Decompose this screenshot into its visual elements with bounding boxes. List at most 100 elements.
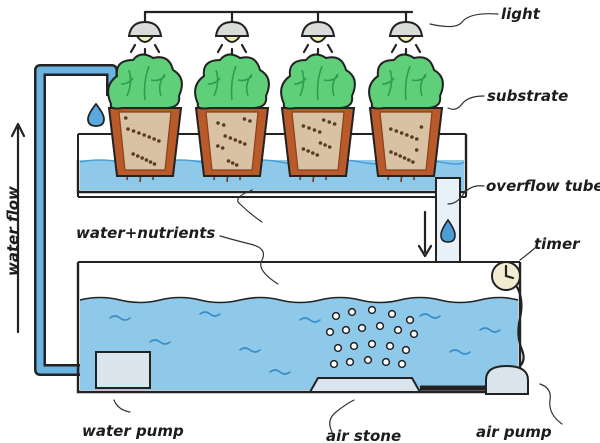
substrate-grain [389, 127, 393, 131]
light-fixture [127, 10, 424, 58]
label-water-nutrients: water+nutrients [76, 224, 215, 242]
substrate [291, 111, 345, 171]
substrate-grain [220, 146, 225, 150]
substrate-grain [315, 153, 320, 157]
substrate-grain [407, 158, 411, 162]
substrate-grain [301, 124, 306, 128]
lamp-icon [127, 20, 163, 58]
substrate-grain [327, 120, 332, 124]
substrate-grain [137, 131, 141, 135]
substrate-grain [307, 126, 311, 130]
air-bubble-icon [375, 321, 385, 331]
substrate-grain [216, 121, 220, 125]
overflow-tube [435, 177, 461, 263]
substrate-grain [410, 135, 414, 139]
lettuce-veins [120, 65, 166, 101]
air-bubble-icon [381, 357, 391, 367]
air-bubble-icon [331, 311, 341, 321]
substrate-grain [248, 119, 252, 123]
clock-icon [491, 261, 525, 368]
substrate-grain [142, 133, 146, 137]
substrate-grain [389, 150, 393, 154]
substrate-grain [243, 142, 247, 146]
label-water-flow: water flow [4, 186, 22, 276]
substrate-grain [415, 137, 419, 141]
substrate-grain [147, 135, 152, 139]
substrate-grain [399, 131, 404, 135]
substrate-grain [221, 123, 226, 127]
substrate-grain [405, 133, 409, 137]
label-substrate: substrate [487, 87, 568, 105]
air-bubble-icon [347, 307, 357, 317]
substrate-grain [398, 154, 403, 158]
potted-plant [280, 53, 356, 183]
substrate-grain [226, 159, 231, 163]
substrate-grain [131, 152, 135, 156]
air-bubble-icon [345, 357, 355, 367]
air-bubble-icon [393, 325, 403, 335]
air-bubble-icon [387, 309, 397, 319]
substrate-grain [318, 141, 323, 145]
lamp-icon [214, 20, 250, 58]
water-drop-icon [87, 102, 105, 127]
substrate-grain [411, 160, 415, 164]
substrate-grain [157, 139, 161, 143]
potted-plant [107, 53, 183, 183]
up-arrow [10, 122, 26, 334]
substrate-grain [306, 149, 310, 153]
substrate [379, 111, 433, 171]
substrate-grain [144, 158, 149, 162]
label-air-stone: air stone [326, 427, 401, 443]
substrate-grain [312, 128, 317, 132]
substrate-grain [327, 145, 332, 149]
substrate-grain [321, 118, 326, 122]
down-arrow [417, 210, 433, 258]
substrate-grain [152, 162, 157, 166]
substrate-grain [140, 156, 144, 160]
substrate [118, 111, 172, 171]
air-bubbles [325, 305, 419, 369]
air-bubble-icon [367, 339, 377, 349]
air-bubble-icon [349, 341, 359, 351]
substrate-grain [230, 161, 235, 165]
air-bubble-icon [329, 359, 339, 369]
air-bubble-icon [405, 315, 415, 325]
substrate-grain [419, 125, 424, 129]
air-pump-device [485, 364, 529, 395]
lettuce-veins [381, 65, 427, 101]
substrate-grain [223, 134, 227, 138]
substrate-grain [123, 116, 128, 120]
substrate-grain [233, 138, 238, 142]
air-bubble-icon [385, 341, 395, 351]
lamp-icon [388, 20, 424, 58]
substrate-grain [242, 117, 247, 121]
substrate-grain [332, 122, 337, 126]
air-bubble-icon [409, 329, 419, 339]
lettuce-veins [207, 65, 253, 101]
substrate-grain [152, 137, 156, 141]
air-bubble-icon [401, 345, 411, 355]
substrate-grain [148, 160, 153, 164]
substrate-grain [238, 140, 242, 144]
substrate-grain [317, 130, 322, 134]
air-bubble-icon [357, 323, 367, 333]
water-drop-icon [440, 218, 456, 243]
label-timer: timer [534, 235, 581, 253]
air-bubble-icon [325, 327, 335, 337]
air-bubble-icon [341, 325, 351, 335]
air-bubble-icon [333, 343, 343, 353]
potted-plant [194, 53, 270, 183]
air-bubble-icon [367, 305, 377, 315]
air-bubble-icon [397, 359, 407, 369]
substrate-grain [135, 154, 140, 158]
substrate-grain [234, 163, 239, 167]
label-light: light [501, 5, 541, 23]
substrate-grain [394, 129, 399, 133]
air-stone-device [308, 377, 422, 393]
label-air-pump: air pump [476, 423, 552, 441]
substrate-grain [131, 129, 136, 133]
lamp-icon [300, 20, 336, 58]
substrate-grain [216, 144, 220, 148]
substrate-grain [414, 148, 419, 152]
